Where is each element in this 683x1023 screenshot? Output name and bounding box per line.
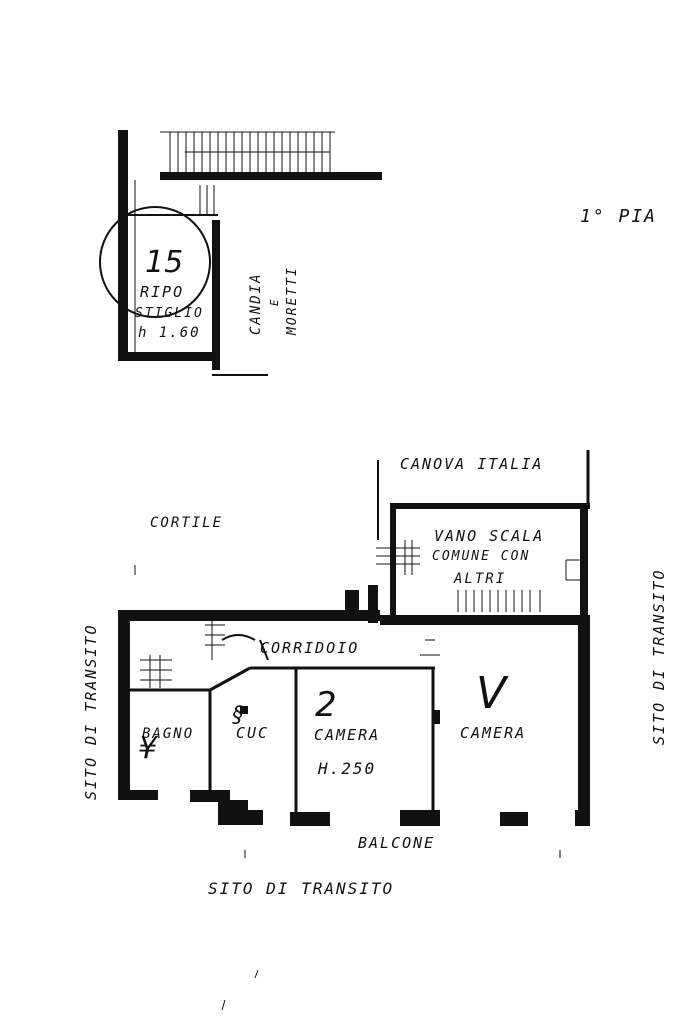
apartment-wall-right	[578, 615, 590, 825]
neighbor-right-top: CANOVA ITALIA	[400, 455, 543, 473]
neighbor-top-label: CANDIA E MORETTI	[248, 266, 300, 336]
bath-label: BAGNO	[142, 726, 194, 742]
stairwell-line1: VANO SCALA	[434, 527, 544, 545]
room-mark-camera-left: 2	[315, 685, 337, 725]
stairwell	[376, 503, 590, 615]
transit-right-label: SITO DI TRANSITO	[650, 569, 668, 746]
storage-block: 15 RIPO STIGLIO h 1.60	[99, 130, 382, 376]
kitchen-label: CUC	[236, 724, 269, 742]
storage-name-line2: STIGLIO	[135, 306, 204, 321]
camera-left-label: CAMERA	[314, 726, 380, 744]
floor-label: 1° PIA	[580, 206, 657, 227]
stairwell-line2: COMUNE CON	[432, 549, 530, 564]
corridor-label: CORRIDOIO	[260, 639, 359, 657]
transit-left-label: SITO DI TRANSITO	[82, 624, 100, 801]
transit-bottom-label: SITO DI TRANSITO	[208, 879, 394, 898]
neighbor-top-line2: E	[268, 297, 281, 306]
storage-circle-mark	[99, 206, 211, 318]
stairwell-line3: ALTRI	[453, 571, 506, 587]
neighbor-top-line1: CANDIA	[248, 272, 264, 335]
storage-wall-left	[118, 130, 128, 360]
bath-scribble-icon: ¥	[138, 731, 159, 766]
storage-hatching	[160, 131, 335, 215]
neighbor-top-line3: MORETTI	[285, 266, 300, 336]
apartment-wall-top-right	[380, 615, 590, 625]
room-mark-camera-right: V	[476, 668, 509, 719]
camera-left-height: H.250	[317, 759, 376, 778]
storage-wall-bottom	[118, 352, 218, 361]
storage-mark: 15	[145, 245, 183, 280]
camera-right-label: CAMERA	[460, 724, 526, 742]
apartment-plan: 2 V § ¥	[118, 450, 590, 826]
balcony-label: BALCONE	[358, 834, 435, 852]
courtyard-label: CORTILE	[150, 515, 223, 531]
storage-wall-top	[160, 172, 382, 180]
storage-wall-right	[212, 220, 220, 370]
apartment-wall-left	[118, 610, 130, 800]
apartment-wall-top	[118, 610, 380, 621]
storage-name-line1: RIPO	[140, 283, 184, 301]
kitchen-scribble-icon: §	[232, 703, 243, 728]
storage-height: h 1.60	[138, 325, 201, 341]
